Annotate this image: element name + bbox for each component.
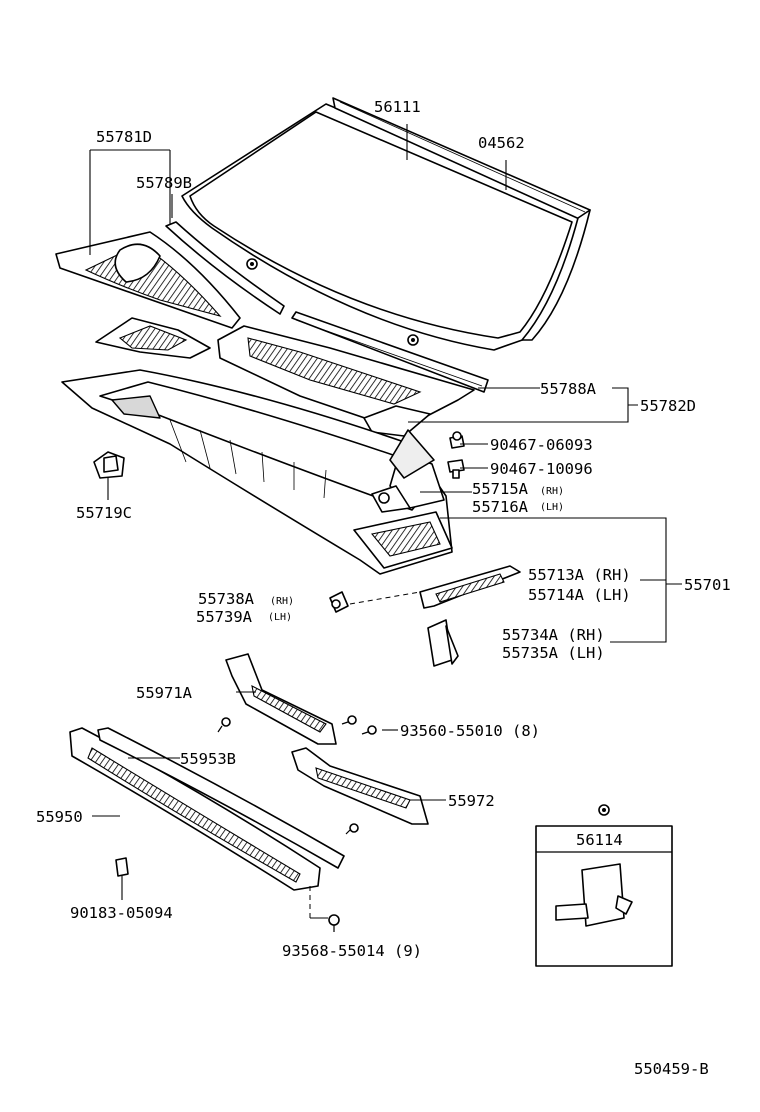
reinforcement-55972	[291, 747, 429, 825]
clip-56114-box	[535, 804, 673, 967]
cowl-moulding-strip	[165, 221, 489, 393]
label-90467-10096: 90467-10096	[490, 460, 593, 478]
label-55701: 55701	[684, 576, 731, 594]
label-93560-55010: 93560-55010 (8)	[400, 722, 540, 740]
label-56114: 56114	[576, 831, 623, 849]
clip-90467-06093	[449, 431, 465, 449]
windshield-glass	[181, 97, 591, 351]
clip-90467-10096	[447, 459, 465, 479]
callout-labels: 56111 04562 55781D 55789B 55788A 55782D …	[36, 98, 731, 1078]
label-04562: 04562	[478, 134, 525, 152]
label-55735A: 55735A (LH)	[502, 644, 605, 662]
bolt-93568	[328, 914, 340, 932]
label-55738A-side: (RH)	[270, 596, 294, 607]
label-55950: 55950	[36, 808, 83, 826]
radiator-support-55950	[69, 727, 345, 891]
label-55971A: 55971A	[136, 684, 193, 702]
label-55713A: 55713A (RH)	[528, 566, 631, 584]
brace-55713A	[419, 565, 521, 609]
label-55739A-side: (LH)	[268, 612, 292, 623]
label-90467-06093: 90467-06093	[490, 436, 593, 454]
figure-code: 550459-B	[634, 1060, 709, 1078]
label-90183-05094: 90183-05094	[70, 904, 173, 922]
cowl-panel-assembly	[61, 369, 453, 575]
clip-90183	[115, 857, 129, 877]
fastener-55738A	[329, 591, 349, 613]
bracket-55719C	[93, 451, 125, 479]
label-93568-55014: 93568-55014 (9)	[282, 942, 422, 960]
cowl-top-ventilator-louver	[55, 231, 475, 437]
label-55782D: 55782D	[640, 397, 696, 415]
label-55715A: 55715A	[472, 480, 529, 498]
label-55716A: 55716A	[472, 498, 529, 516]
reinforcement-55971A	[225, 653, 337, 745]
label-55716A-side: (LH)	[540, 502, 564, 513]
label-55789B: 55789B	[136, 174, 192, 192]
label-55738A: 55738A	[198, 590, 255, 608]
label-55714A: 55714A (LH)	[528, 586, 631, 604]
label-55719C: 55719C	[76, 504, 132, 522]
bolts-93560	[217, 715, 377, 835]
label-55972: 55972	[448, 792, 495, 810]
leader-lines	[89, 124, 682, 919]
bracket-55734A	[427, 619, 459, 667]
label-55734A: 55734A (RH)	[502, 626, 605, 644]
label-55788A: 55788A	[540, 380, 597, 398]
label-55739A: 55739A	[196, 608, 253, 626]
label-56111: 56111	[374, 98, 421, 116]
label-55953B: 55953B	[180, 750, 236, 768]
label-55781D: 55781D	[96, 128, 152, 146]
label-55715A-side: (RH)	[540, 486, 564, 497]
